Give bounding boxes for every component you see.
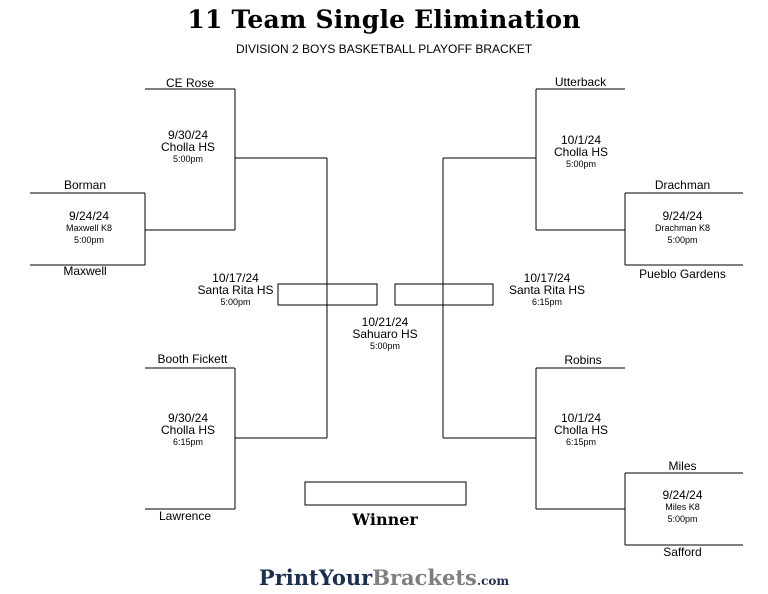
game-right-qf-bottom: 10/1/24 Cholla HS 6:15pm (540, 412, 622, 448)
brand-part1: PrintYour (258, 565, 373, 590)
brand-logo[interactable]: PrintYourBrackets.com (0, 565, 768, 590)
game-date: 9/30/24 (167, 411, 209, 425)
left-semi-box (277, 283, 378, 306)
team-borman: Borman (63, 178, 107, 192)
team-lawrence: Lawrence (158, 509, 212, 523)
game-venue: Miles K8 (665, 502, 700, 512)
game-venue: Maxwell K8 (65, 223, 112, 233)
game-date: 10/21/24 (361, 315, 409, 329)
game-time: 5:00pm (565, 159, 597, 169)
team-safford: Safford (663, 545, 702, 559)
game-right-qf-top: 10/1/24 Cholla HS 5:00pm (540, 134, 622, 170)
game-date: 10/17/24 (212, 271, 259, 285)
game-time: 6:15pm (531, 297, 563, 307)
team-maxwell: Maxwell (63, 264, 107, 278)
bracket-subtitle: DIVISION 2 BOYS BASKETBALL PLAYOFF BRACK… (235, 42, 533, 56)
game-time: 5:00pm (369, 341, 401, 351)
game-date: 9/24/24 (68, 209, 110, 223)
team-ce-rose: CE Rose (165, 76, 215, 90)
game-date: 10/1/24 (560, 133, 602, 147)
game-date: 9/24/24 (662, 209, 703, 223)
game-time: 5:00pm (667, 514, 698, 524)
team-robins: Robins (564, 353, 602, 367)
game-left-qf-top: 9/30/24 Cholla HS 5:00pm (148, 129, 228, 165)
game-final: 10/21/24 Sahuaro HS 5:00pm (340, 316, 430, 352)
game-venue: Drachman K8 (654, 223, 711, 233)
game-venue: Cholla HS (160, 423, 216, 437)
game-right-r1-bottom: 9/24/24 Miles K8 5:00pm (630, 489, 735, 525)
game-venue: Santa Rita HS (197, 283, 274, 297)
bracket-title: 11 Team Single Elimination (187, 5, 581, 34)
game-date: 10/17/24 (523, 271, 571, 285)
game-left-semi: 10/17/24 Santa Rita HS 5:00pm (188, 272, 283, 308)
game-venue: Cholla HS (160, 140, 216, 154)
game-time: 5:00pm (172, 154, 204, 164)
game-venue: Sahuaro HS (352, 327, 418, 341)
game-left-r1: 9/24/24 Maxwell K8 5:00pm (35, 210, 143, 246)
game-time: 5:00pm (73, 235, 105, 245)
game-time: 5:00pm (667, 235, 698, 245)
winner-label: Winner (352, 510, 418, 529)
brand-part3: .com (476, 574, 510, 588)
game-time: 6:15pm (565, 437, 597, 447)
game-date: 9/24/24 (662, 488, 703, 502)
game-venue: Santa Rita HS (508, 283, 586, 297)
brand-part2: Brackets (372, 565, 477, 590)
game-left-qf-bottom: 9/30/24 Cholla HS 6:15pm (148, 412, 228, 448)
team-utterback: Utterback (554, 75, 607, 89)
team-miles: Miles (668, 459, 697, 473)
right-semi-box (394, 283, 494, 306)
game-right-semi: 10/17/24 Santa Rita HS 6:15pm (497, 272, 597, 308)
game-venue: Cholla HS (553, 145, 609, 159)
game-right-r1-top: 9/24/24 Drachman K8 5:00pm (630, 210, 735, 246)
game-time: 5:00pm (220, 297, 251, 307)
team-pueblo-gardens: Pueblo Gardens (639, 267, 726, 281)
game-time: 6:15pm (172, 437, 204, 447)
game-venue: Cholla HS (553, 423, 609, 437)
game-date: 10/1/24 (560, 411, 602, 425)
team-drachman: Drachman (654, 178, 711, 192)
team-booth-fickett: Booth Fickett (157, 352, 228, 366)
winner-box (304, 481, 467, 506)
game-date: 9/30/24 (167, 128, 209, 142)
